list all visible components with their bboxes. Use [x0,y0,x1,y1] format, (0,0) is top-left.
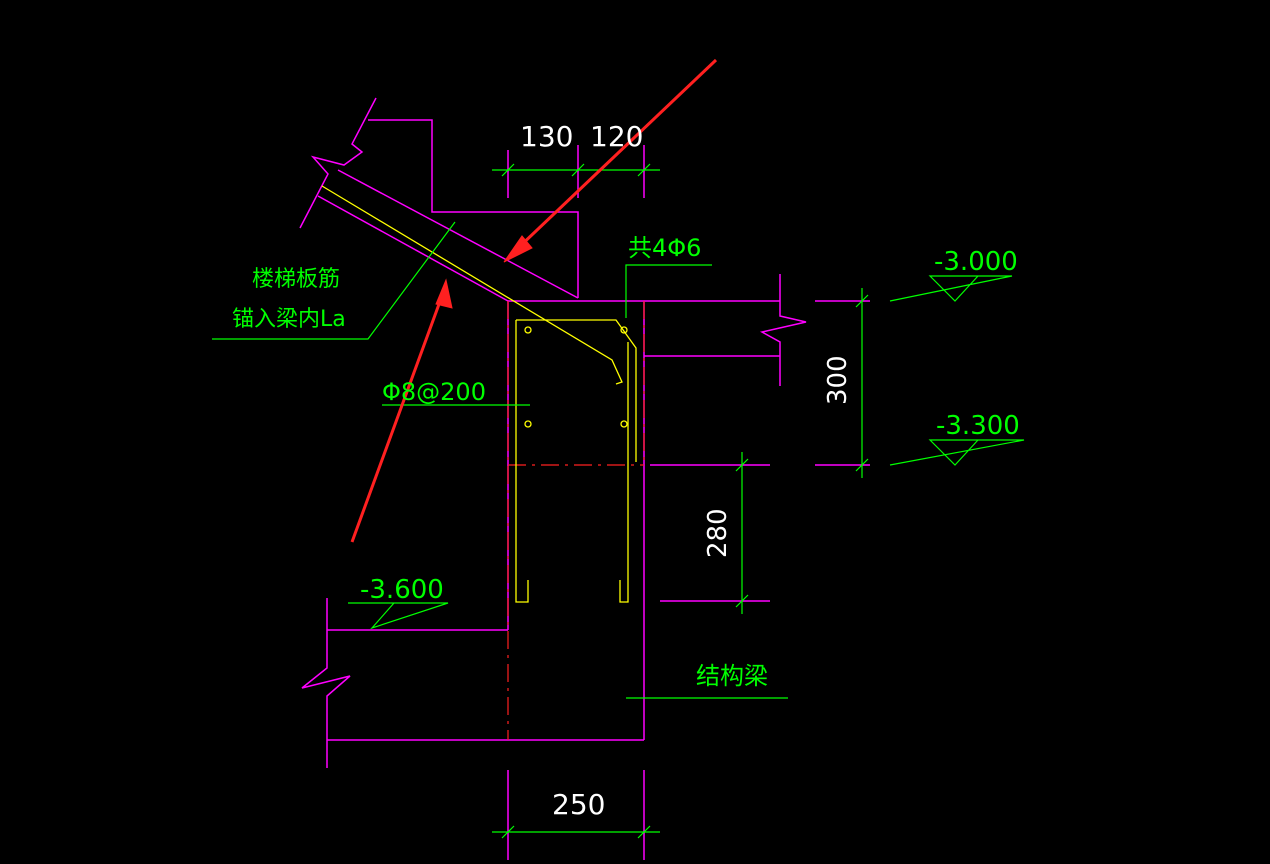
elevation-mid-label: -3.300 [936,411,1020,441]
tick-top-a [501,163,515,177]
stair-rebar-leader [212,221,456,340]
upper-wall-top [368,119,579,298]
dim-280-label: 280 [703,508,733,558]
tick-280-bot [735,594,749,608]
long-bar-1 [524,326,532,334]
stair-slab-bottom-edge [317,195,509,302]
arrow-upper-shaft [514,58,718,252]
stair-rebar-label-line2: 锚入梁内La [232,307,346,332]
stair-rebar-label-line1: 楼梯板筋 [252,267,340,292]
tick-top-b [571,163,585,177]
elevation-top-label: -3.000 [934,247,1018,277]
stair-slab-rebar [321,185,623,385]
upper-wall-outline [299,97,377,229]
arrow-lower-head [435,278,453,309]
long-bar-2 [620,326,628,334]
tick-bottom-b [637,825,651,839]
right-slab-break [759,274,807,386]
elevation-marker-mid [889,439,1025,466]
tick-300-top [855,294,869,308]
stirrup-right [619,342,629,603]
structure-outline [299,97,870,860]
arrow-lower-shaft [350,295,444,543]
stirrup-top [516,319,637,462]
long-bar-4 [620,420,628,428]
dim-120-label: 120 [590,120,643,153]
tick-280-top [735,458,749,472]
long-bar-3 [524,420,532,428]
long-bar-leader [625,264,712,318]
annotation-arrows [350,58,718,543]
structural-beam-label: 结构梁 [696,662,768,690]
centerlines [507,301,645,740]
stair-slab-top-edge [337,169,579,299]
dimension-lines [212,163,1025,839]
labels: 130 120 楼梯板筋 锚入梁内La 共4Φ6 Φ8@200 -3.000 -… [232,120,1020,821]
stirrup-label: Φ8@200 [382,378,486,406]
tick-300-bot [855,458,869,472]
lower-left-break [301,598,351,768]
tick-bottom-a [501,825,515,839]
stirrup [515,320,529,603]
arrow-upper-head [503,235,533,263]
long-bar-label: 共4Φ6 [628,234,701,262]
elevation-marker-bottom [348,602,449,630]
elevation-bottom-label: -3.600 [360,575,444,605]
dim-130-label: 130 [520,120,573,153]
rebar [321,185,637,603]
tick-top-c [637,163,651,177]
dim-300-label: 300 [823,355,853,405]
elevation-marker-top [889,275,1013,302]
dim-250-label: 250 [552,788,605,821]
